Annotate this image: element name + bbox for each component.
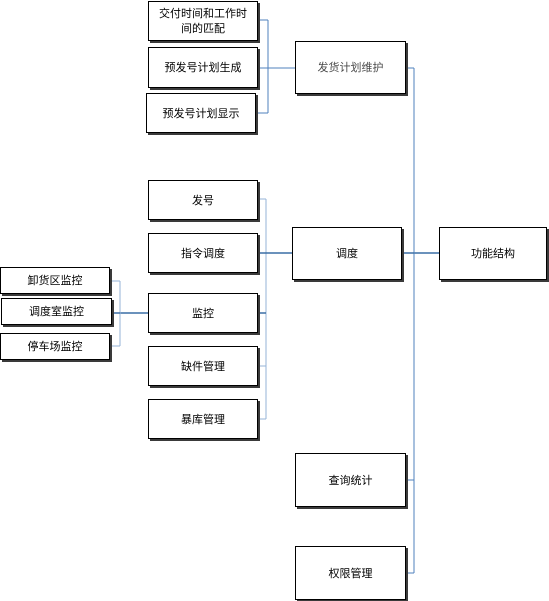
node-command-dispatch: 指令调度 — [148, 233, 258, 273]
node-pre-number-generate: 预发号计划生成 — [148, 47, 258, 88]
node-number-issue: 发号 — [148, 180, 258, 220]
node-permission-management: 权限管理 — [295, 546, 406, 600]
node-shipping-plan-maintenance: 发货计划维护 — [295, 41, 406, 94]
root-node-function-structure: 功能结构 — [439, 227, 547, 280]
node-time-match: 交付时间和工作时间的匹配 — [148, 1, 258, 41]
node-pre-number-display: 预发号计划显示 — [146, 93, 256, 133]
node-missing-parts: 缺件管理 — [148, 346, 258, 386]
node-parking-monitor: 停车场监控 — [0, 333, 110, 360]
node-control-room-monitor: 调度室监控 — [1, 298, 112, 325]
node-query-statistics: 查询统计 — [295, 453, 406, 507]
node-unloading-monitor: 卸货区监控 — [0, 267, 110, 294]
node-warehouse-management: 暴库管理 — [148, 399, 258, 439]
node-dispatch: 调度 — [292, 227, 402, 280]
node-monitor: 监控 — [148, 293, 258, 333]
